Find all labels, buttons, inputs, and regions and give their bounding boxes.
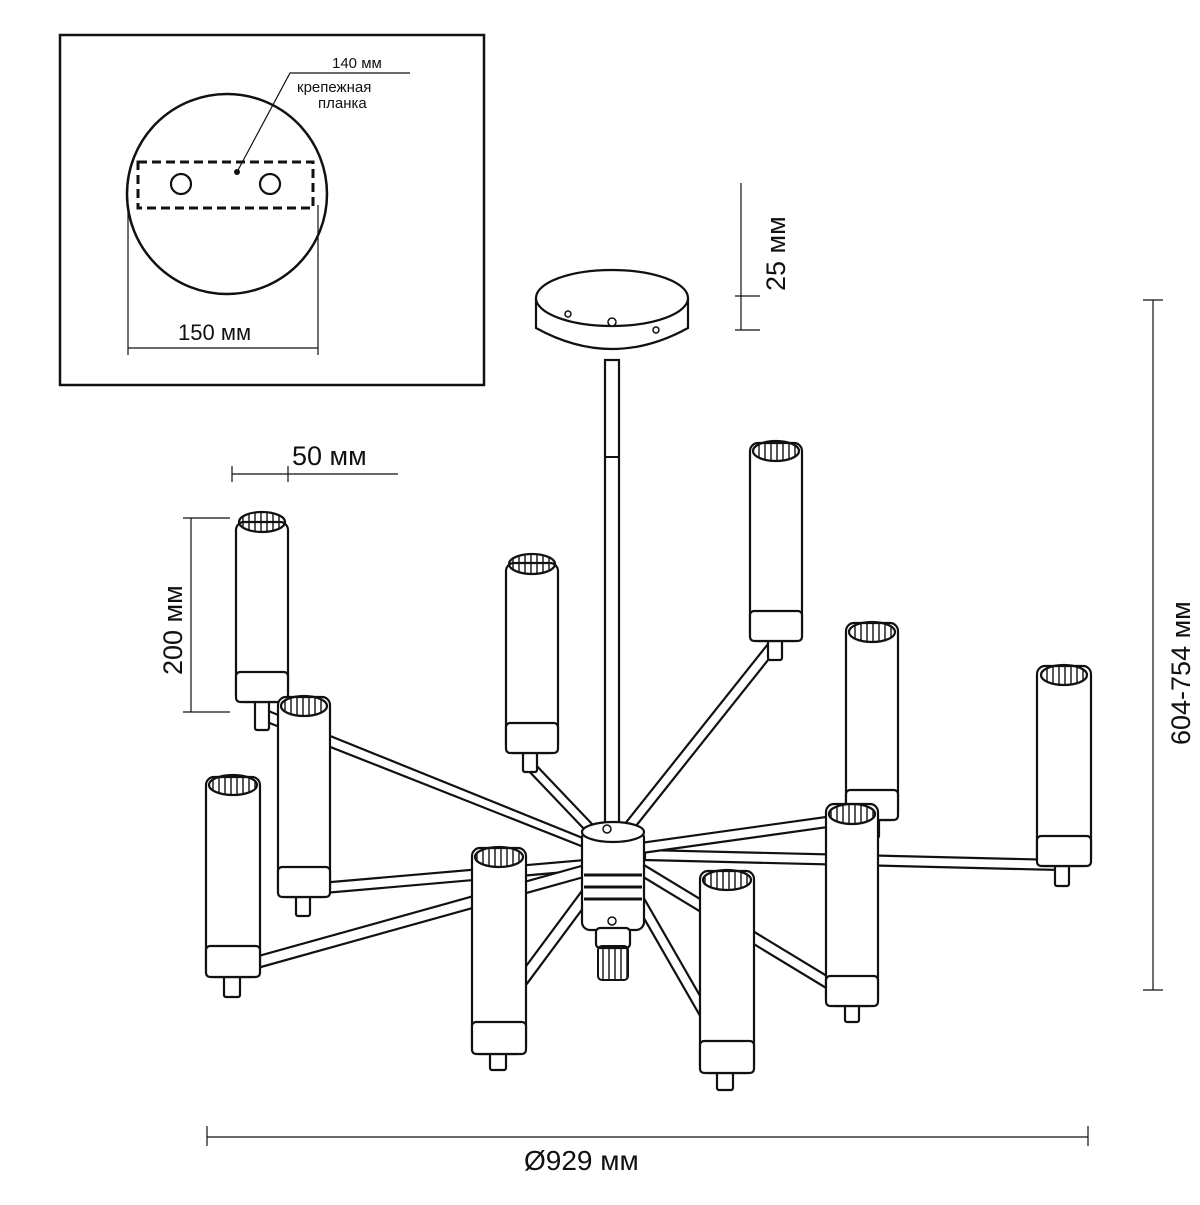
shade-diameter-label: 50 мм [292,441,367,471]
central-hub [580,820,646,981]
inset-dim-bottom: 150 мм [178,320,251,345]
inset-note-line1: крепежная [297,79,371,96]
screw-hole-left [169,172,193,196]
lamp-shade [748,439,804,662]
ceiling-canopy [534,268,690,350]
lamp-shade [504,552,560,774]
suspension-rod [603,358,621,832]
mounting-plate-inset: 140 мм крепежная планка 150 мм [58,33,486,387]
mounting-bar [136,160,315,210]
shades [204,439,1093,1092]
lamp-shade [698,868,756,1092]
inset-dim-top: 140 мм [332,55,382,72]
arm [618,642,778,838]
lamp-shade [1035,663,1093,888]
total-diameter-label: Ø929 мм [524,1145,639,1176]
canopy-circle [125,92,329,296]
total-height-label: 604-754 мм [1166,601,1196,745]
lamp-shade [276,694,332,918]
dimension-lines: 25 мм 50 мм 200 мм 604-754 мм Ø929 мм [158,183,1196,1176]
chandelier [204,268,1093,1092]
canopy-height-label: 25 мм [761,216,791,291]
hub-finial [597,945,629,981]
screw-hole-right [258,172,282,196]
arms [235,642,1062,1056]
note-leader-line [236,72,410,173]
lamp-shade [204,773,262,999]
shade-height-label: 200 мм [158,585,188,675]
lamp-shade [234,510,290,732]
lamp-shade [824,802,880,1024]
lamp-shade [470,845,528,1072]
inset-note-line2: планка [318,95,367,112]
